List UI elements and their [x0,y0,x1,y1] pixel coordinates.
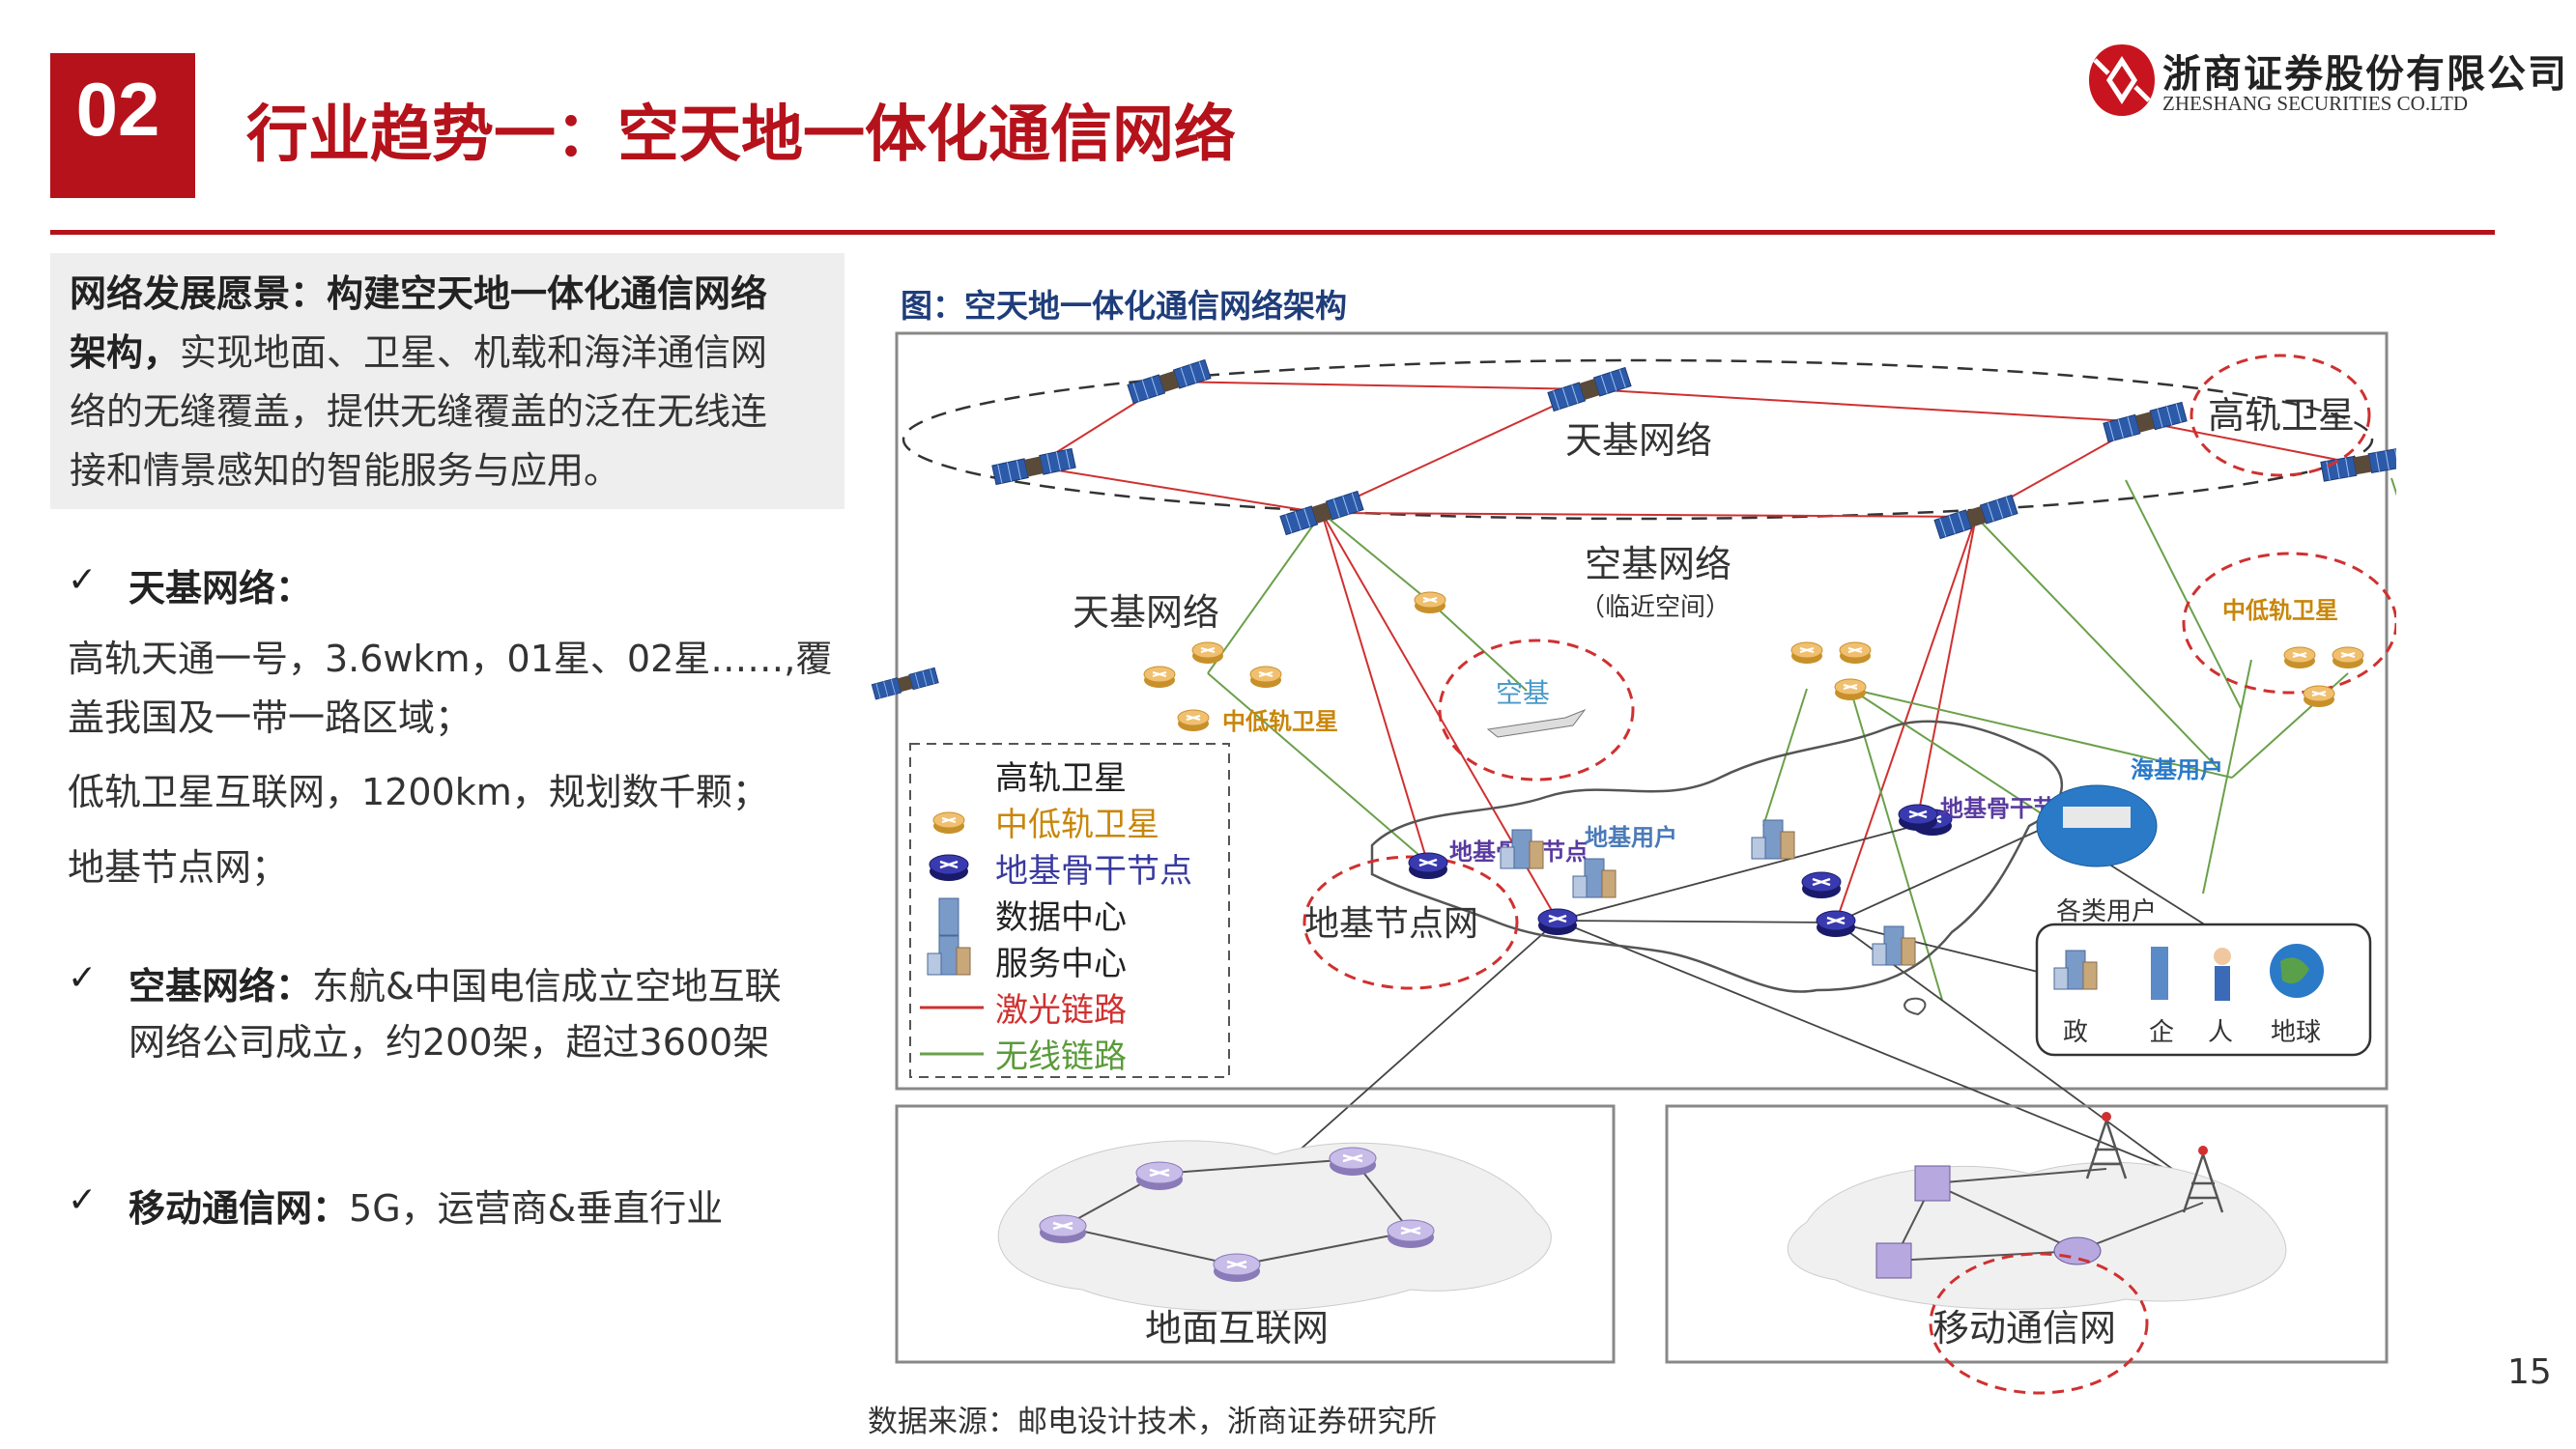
legend-label-geo: 高轨卫星 [995,759,1127,798]
label-leo-right: 中低轨卫星 [2222,597,2338,624]
vision-text: 网络发展愿景：构建空天地一体化通信网络 架构，实现地面、卫星、机载和海洋通信网 … [70,265,833,500]
bullet-line: 高轨天通一号，3.6wkm，01星、02星……,覆 [68,638,833,680]
label-user-person: 人 [2208,1018,2233,1047]
legend-label-leo: 中低轨卫星 [995,806,1159,844]
bullet-line: 低轨卫星互联网，1200km，规划数千颗； [68,771,769,813]
legend-label-laser: 激光链路 [995,991,1127,1030]
label-ground-node-net: 地基节点网 [1304,904,1478,944]
vision-line-4: 接和情景感知的智能服务与应用。 [70,449,621,492]
label-air-network: 空基网络 [1585,543,1732,585]
label-user-earth: 地球 [2271,1018,2321,1047]
vision-lead-2: 架构， [70,331,181,374]
bullet-title-mobile: 移动通信网： [129,1187,350,1230]
label-space-network-top: 天基网络 [1565,419,1712,462]
header-divider [50,230,2495,235]
bullet-mobile: 移动通信网：5G，运营商&垂直行业 [129,1179,723,1238]
source-note: 数据来源：邮电设计技术，浙商证券研究所 [868,1405,1437,1439]
company-logo-icon [2089,44,2155,116]
bullet-air: 空基网络：东航&中国电信成立空地互联 [129,956,782,1016]
legend-label-service: 服务中心 [995,945,1127,983]
label-sea-user: 海基用户 [2131,756,2223,783]
page-number: 15 [2507,1352,2552,1392]
bullet-inline-air: 东航&中国电信成立空地互联 [312,965,782,1008]
logo-text-cn: 浙商证券股份有限公司 [2162,51,2568,97]
vision-line-3: 络的无缝覆盖，提供无缝覆盖的泛在无线连 [70,390,768,433]
bullet-line: 盖我国及一带一路区域； [68,696,472,739]
network-architecture-diagram: 天基网络 高轨卫星 天基网络 空基网络 （临近空间） 中低轨卫星 空基 中低轨卫… [871,331,2396,1395]
label-ground-internet: 地面互联网 [1145,1307,1329,1350]
vision-line-2: 实现地面、卫星、机载和海洋通信网 [180,331,768,374]
label-mobile-net: 移动通信网 [1932,1307,2116,1350]
bullet-title-space: 天基网络： [129,567,313,610]
vision-box [50,253,844,509]
legend-label-datacenter: 数据中心 [995,898,1127,937]
label-user-gov: 政 [2063,1018,2088,1047]
section-number: 02 [75,67,160,152]
page-title: 行业趋势一：空天地一体化通信网络 [246,99,1236,171]
vision-lead-1: 网络发展愿景：构建空天地一体化通信网络 [70,272,768,315]
label-geo-sat: 高轨卫星 [2208,394,2355,437]
bullet-title-air: 空基网络： [129,965,313,1008]
bullet-line: 网络公司成立，约200架，超过3600架 [129,1021,770,1064]
check-icon: ✓ [68,958,98,998]
label-near-space: （临近空间） [1580,593,1731,622]
label-space-network-left: 天基网络 [1073,591,1219,634]
label-all-users: 各类用户 [2056,897,2157,926]
section-badge [50,53,195,198]
legend-label-wireless: 无线链路 [995,1037,1127,1076]
bullet-inline-mobile: 5G，运营商&垂直行业 [349,1187,724,1230]
legend-label-backbone: 地基骨干节点 [995,852,1192,891]
check-icon: ✓ [68,560,98,600]
logo-text-en: ZHESHANG SECURITIES CO.LTD [2162,92,2468,115]
figure-caption: 图：空天地一体化通信网络架构 [901,287,1347,325]
label-ground-user: 地基用户 [1585,824,1677,851]
bullet-line: 地基节点网； [68,846,289,889]
label-leo-left: 中低轨卫星 [1222,708,1338,735]
label-user-ent: 企 [2149,1018,2174,1047]
check-icon: ✓ [68,1180,98,1220]
label-air-base: 空基 [1496,677,1550,709]
